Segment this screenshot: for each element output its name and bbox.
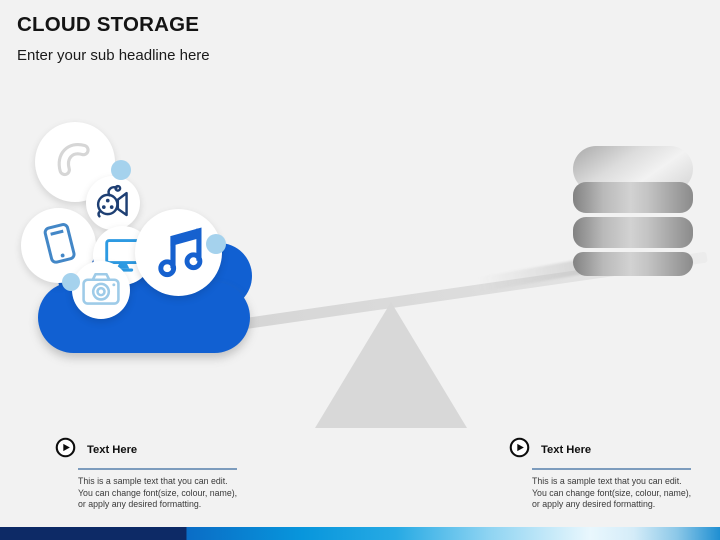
divider-line (532, 468, 691, 470)
text-here-label: Text Here (87, 444, 138, 456)
text-here-label: Text Here (541, 444, 592, 456)
database-stack (573, 146, 693, 278)
sample-text: This is a sample text that you can edit.… (78, 476, 250, 511)
database-layer-1 (573, 182, 693, 213)
text-block-left-header: Text Here (55, 437, 250, 463)
sample-text-line: This is a sample text that you can edit. (532, 476, 682, 486)
sample-text-line: This is a sample text that you can edit. (78, 476, 228, 486)
fulcrum-triangle (315, 302, 467, 428)
smartphone-icon (35, 219, 83, 272)
circle-music (135, 209, 222, 296)
play-icon (55, 437, 76, 463)
camera-icon (79, 266, 123, 315)
sample-text-line: You can change font(size, colour, name), (532, 487, 692, 498)
accent-dot-left (62, 273, 80, 291)
sample-text-line: or apply any desired formatting. (78, 499, 202, 510)
phone-icon (52, 137, 98, 188)
movie-camera-icon (92, 180, 134, 227)
play-icon (509, 437, 530, 463)
sample-text-line: or apply any desired formatting. (532, 499, 656, 510)
divider-line (78, 468, 237, 470)
text-block-right-header: Text Here (509, 437, 704, 463)
circle-camera (72, 261, 130, 319)
database-layer-2 (573, 217, 693, 248)
text-block-right[interactable]: Text Here This is a sample text that you… (509, 437, 704, 511)
accent-dot-top (111, 160, 131, 180)
text-block-left[interactable]: Text Here This is a sample text that you… (55, 437, 250, 511)
cloud-base (38, 282, 250, 353)
page-subtitle[interactable]: Enter your sub headline here (17, 47, 210, 64)
accent-dot-right (206, 234, 226, 254)
circle-movie-camera (86, 176, 140, 230)
sample-text: This is a sample text that you can edit.… (532, 476, 704, 511)
music-note-icon (149, 220, 209, 285)
page-title[interactable]: CLOUD STORAGE (17, 13, 200, 36)
sample-text-line: You can change font(size, colour, name), (78, 487, 238, 498)
bottom-accent-bar (0, 527, 720, 540)
database-layer-3 (573, 252, 693, 276)
